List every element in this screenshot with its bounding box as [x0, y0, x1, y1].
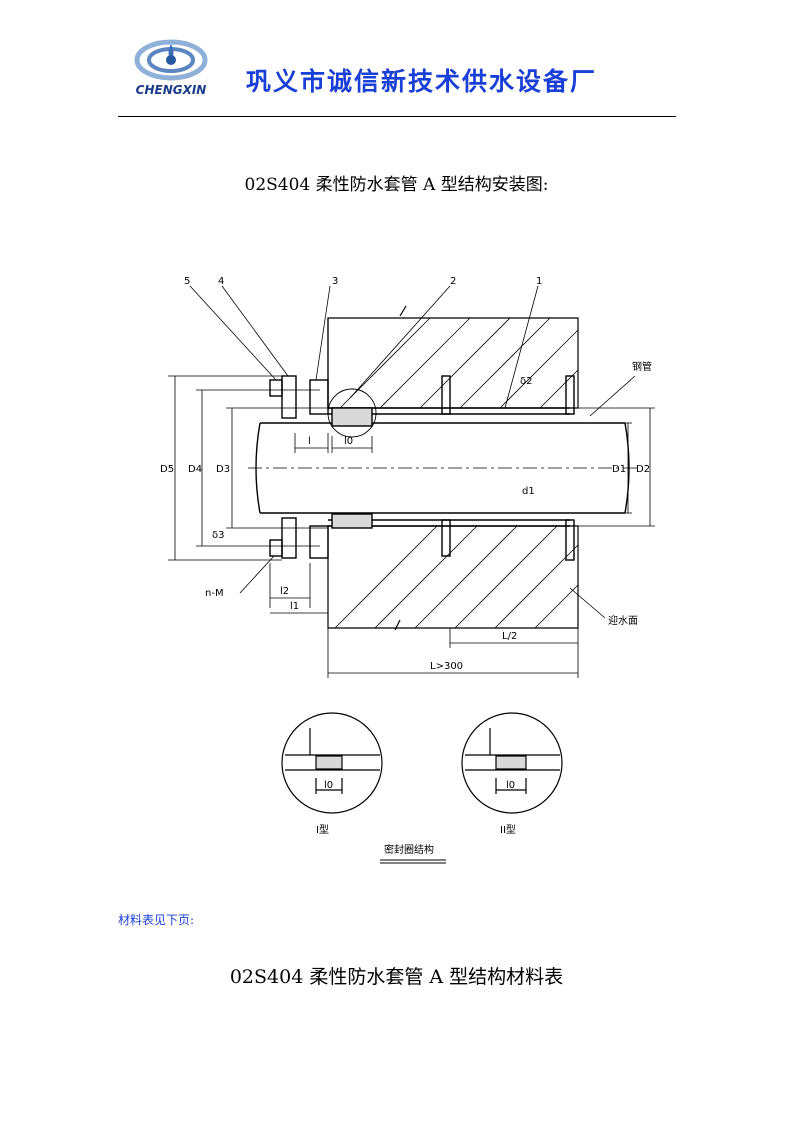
material-note: 材料表见下页: — [118, 913, 195, 927]
seal-detail-1 — [281, 712, 383, 814]
chengxin-logo: CHENGXIN — [134, 39, 208, 97]
part-number-1: 1 — [536, 276, 542, 287]
b1-label: d1 — [522, 486, 535, 497]
installation-drawing: 5 4 3 2 1 钢管 迎水面 D5 D4 D3 D1 D2 d1 δ2 δ3… — [160, 276, 655, 864]
detail-type-1: I型 — [316, 823, 329, 836]
d3-label: D3 — [216, 464, 230, 475]
b3-label: δ3 — [212, 530, 224, 541]
wall-hatching — [334, 317, 579, 629]
b2-label: δ2 — [520, 376, 532, 387]
l2-label: l2 — [280, 586, 289, 597]
drawing-title: 02S404 柔性防水套管 A 型结构安装图: — [244, 175, 549, 195]
page-header: CHENGXIN 巩义市诚信新技术供水设备厂 — [118, 30, 676, 118]
logo-text: CHENGXIN — [136, 83, 207, 97]
company-name: 巩义市诚信新技术供水设备厂 — [246, 67, 598, 96]
l-label: l — [308, 436, 311, 447]
detail-1-l0: l0 — [324, 780, 333, 791]
d5-label: D5 — [160, 464, 174, 475]
detail-caption: 密封圈结构 — [384, 843, 434, 856]
d4-label: D4 — [188, 464, 202, 475]
part-number-4: 4 — [218, 276, 224, 287]
detail-2-l0: l0 — [506, 780, 515, 791]
steel-pipe-label: 钢管 — [632, 360, 652, 373]
seal-detail-2 — [461, 712, 563, 814]
detail-type-2: II型 — [500, 823, 516, 836]
nm-label: n-M — [205, 588, 224, 599]
water-face-label: 迎水面 — [608, 615, 638, 627]
l0-label: l0 — [344, 436, 353, 447]
d1-label: D1 — [612, 464, 626, 475]
part-number-5: 5 — [184, 276, 190, 287]
header-rule — [118, 116, 676, 117]
d2-label: D2 — [636, 464, 650, 475]
drawing-labels: 钢管 迎水面 D5 D4 D3 D1 D2 d1 δ2 δ3 l l0 l2 l… — [160, 360, 652, 672]
part-numbers: 5 4 3 2 1 — [184, 276, 542, 287]
material-table-title: 02S404 柔性防水套管 A 型结构材料表 — [229, 966, 564, 988]
leader-lines — [189, 285, 636, 619]
half-l-label: L/2 — [502, 631, 517, 642]
dimension-lines — [168, 375, 655, 678]
total-l-label: L>300 — [430, 661, 463, 672]
part-number-3: 3 — [332, 276, 338, 287]
part-number-2: 2 — [450, 276, 456, 287]
pipe-assembly — [255, 375, 630, 561]
l1-label: l1 — [290, 601, 299, 612]
